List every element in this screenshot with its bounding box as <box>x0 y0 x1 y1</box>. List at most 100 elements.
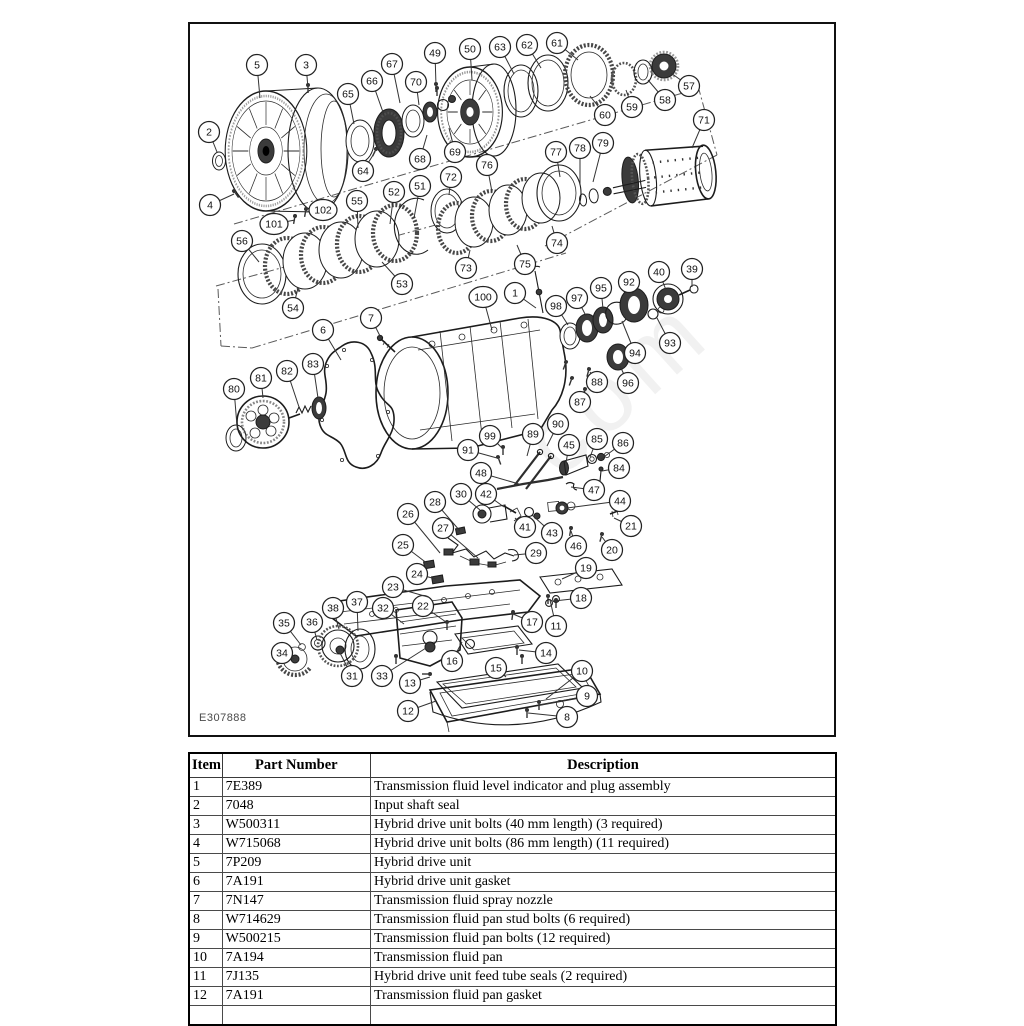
cell-part-number: 7E389 <box>221 777 372 797</box>
cell-item: 7 <box>188 891 223 911</box>
svg-text:21: 21 <box>625 521 637 533</box>
callout-67: 67 <box>380 52 404 104</box>
svg-text:54: 54 <box>287 303 299 315</box>
callout-88: 88 <box>585 370 609 394</box>
svg-text:30: 30 <box>455 489 467 501</box>
parts-table-header-row: Item Part Number Description <box>188 752 837 778</box>
callout-29: 29 <box>513 541 548 565</box>
callout-93: 93 <box>656 317 682 355</box>
callout-81: 81 <box>249 366 273 399</box>
callout-39: 39 <box>680 257 704 287</box>
svg-text:53: 53 <box>396 279 408 291</box>
callout-40: 40 <box>647 260 671 291</box>
cell-item: 9 <box>188 929 223 949</box>
callout-85: 85 <box>585 427 609 458</box>
callout-20: 20 <box>600 536 624 562</box>
svg-text:26: 26 <box>402 509 414 521</box>
cell-item: 1 <box>188 777 223 797</box>
cell-empty <box>370 1005 837 1026</box>
cell-description: Transmission fluid level indicator and p… <box>370 777 837 797</box>
cell-part-number: 7048 <box>221 796 372 816</box>
svg-text:1: 1 <box>512 288 518 300</box>
callout-6: 6 <box>311 318 342 361</box>
svg-text:43: 43 <box>546 528 558 540</box>
filter-drawing <box>454 625 534 655</box>
svg-text:96: 96 <box>622 378 634 390</box>
callout-71: 71 <box>691 108 716 149</box>
svg-text:15: 15 <box>490 663 502 675</box>
svg-text:42: 42 <box>480 489 492 501</box>
svg-text:24: 24 <box>411 569 423 581</box>
svg-text:27: 27 <box>437 523 449 535</box>
svg-text:44: 44 <box>614 496 626 508</box>
callout-69: 69 <box>443 127 467 164</box>
svg-text:16: 16 <box>446 656 458 668</box>
callout-30: 30 <box>449 482 481 511</box>
svg-text:35: 35 <box>278 618 290 630</box>
cell-description: Input shaft seal <box>370 796 837 816</box>
cell-item: 8 <box>188 910 223 930</box>
ring-set-drawing <box>503 42 680 118</box>
cell-item: 10 <box>188 948 223 968</box>
cell-part-number: W714629 <box>221 910 372 930</box>
callout-95: 95 <box>589 276 613 310</box>
cell-part-number: 7N147 <box>221 891 372 911</box>
figure-id: E307888 <box>199 712 247 724</box>
svg-text:62: 62 <box>521 40 533 52</box>
callout-42: 42 <box>474 482 505 508</box>
cell-part-number: W715068 <box>221 834 372 854</box>
svg-text:80: 80 <box>228 384 240 396</box>
cell-part-number: 7A191 <box>221 872 372 892</box>
callout-63: 63 <box>488 35 515 75</box>
cell-description: Transmission fluid pan <box>370 948 837 968</box>
callout-73: 73 <box>454 249 478 280</box>
callout-18: 18 <box>553 586 593 610</box>
callout-77: 77 <box>544 140 568 178</box>
svg-text:46: 46 <box>570 541 582 553</box>
svg-text:40: 40 <box>653 267 665 279</box>
callout-102: 102 <box>305 198 338 222</box>
wiring-harness-drawing <box>422 526 519 585</box>
callout-72: 72 <box>439 165 463 196</box>
callout-44: 44 <box>566 489 632 513</box>
svg-text:41: 41 <box>519 522 531 534</box>
callout-43: 43 <box>531 514 564 545</box>
svg-text:69: 69 <box>449 147 461 159</box>
callout-25: 25 <box>391 533 429 565</box>
svg-text:28: 28 <box>429 497 441 509</box>
svg-text:89: 89 <box>527 429 539 441</box>
callout-3: 3 <box>294 53 318 89</box>
callout-87: 87 <box>568 390 592 414</box>
svg-text:57: 57 <box>683 81 695 93</box>
callout-5: 5 <box>245 53 269 99</box>
cell-description: Hybrid drive unit bolts (86 mm length) (… <box>370 834 837 854</box>
callout-79: 79 <box>591 131 615 183</box>
svg-text:66: 66 <box>366 76 378 88</box>
callout-50: 50 <box>458 37 482 81</box>
svg-text:75: 75 <box>519 259 531 271</box>
callout-80: 80 <box>222 377 246 427</box>
clutch-pack-left-drawing <box>237 197 429 305</box>
svg-text:95: 95 <box>595 283 607 295</box>
svg-text:72: 72 <box>445 172 457 184</box>
callout-59: 59 <box>620 89 644 119</box>
cell-empty <box>221 1005 372 1026</box>
svg-text:25: 25 <box>397 540 409 552</box>
svg-text:67: 67 <box>386 59 398 71</box>
callout-8: 8 <box>527 705 579 729</box>
callout-89: 89 <box>521 422 545 457</box>
cell-item: 12 <box>188 986 223 1006</box>
svg-text:61: 61 <box>551 38 563 50</box>
svg-text:6: 6 <box>320 325 326 337</box>
spray-nozzle-bolt-7-drawing <box>376 334 396 353</box>
callout-75: 75 <box>513 244 537 276</box>
callout-82: 82 <box>275 359 300 408</box>
svg-text:2: 2 <box>206 127 212 139</box>
svg-text:63: 63 <box>494 42 506 54</box>
